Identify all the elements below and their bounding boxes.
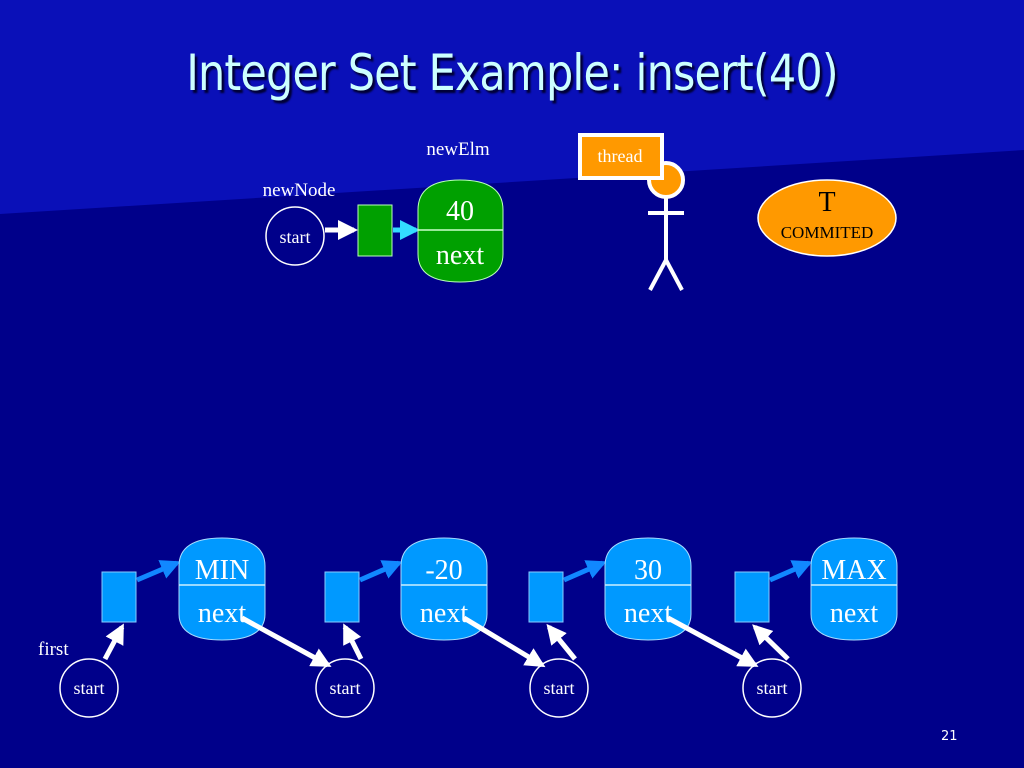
list-node-next: next (830, 598, 878, 629)
list-start-circle (529, 658, 589, 718)
list-start-label: start (757, 678, 788, 698)
list-node-body (178, 537, 266, 641)
newnode-label: newNode (263, 180, 336, 201)
new-pointer-box (357, 204, 393, 257)
list-pointer-box (528, 571, 564, 623)
new-node-next: next (436, 240, 484, 271)
list-node-next: next (624, 598, 672, 629)
list-start-arrow (752, 624, 790, 661)
list-nodes: start MIN next start -20 next start 30 next start… (59, 537, 898, 718)
thread-leg-right-icon (664, 259, 684, 291)
list-next-arrow (666, 615, 759, 668)
list-start-circle (742, 658, 802, 718)
list-start-label: start (330, 678, 361, 698)
list-pointer-arrow (136, 560, 181, 583)
thread-leg-left-icon (648, 259, 668, 291)
new-start-circle (265, 206, 325, 266)
list-start-circle (59, 658, 119, 718)
background-band (0, 0, 1024, 214)
thread-label: thread (598, 146, 643, 166)
list-start-circle (315, 658, 375, 718)
list-pointer-box (324, 571, 360, 623)
list-pointer-arrow (563, 560, 607, 583)
list-node-body (810, 537, 898, 641)
list-pointer-box (101, 571, 137, 623)
list-pointer-box (734, 571, 770, 623)
new-node-value: 40 (446, 196, 474, 227)
list-node-value: MIN (195, 555, 249, 586)
list-start-arrow (102, 623, 125, 661)
list-node-value: 30 (634, 555, 662, 586)
list-start-arrow (546, 623, 577, 661)
list-start-label: start (544, 678, 575, 698)
list-node-body (400, 537, 488, 641)
thread-sign (578, 133, 664, 180)
list-node-next: next (420, 598, 468, 629)
list-node-value: -20 (425, 555, 462, 586)
list-node-value: MAX (821, 555, 886, 586)
new-start-label: start (280, 227, 311, 247)
list-pointer-arrow (359, 560, 403, 583)
list-start-label: start (74, 678, 105, 698)
transaction-name: T (818, 187, 835, 218)
list-node-next: next (198, 598, 246, 629)
list-start-arrow (342, 623, 364, 661)
page-number: 21 (941, 729, 958, 744)
new-element-group: newElm newNode start 40 next (263, 139, 504, 283)
list-node-body (604, 537, 692, 641)
slide-title: Integer Set Example: insert(40) (186, 44, 838, 102)
list-pointer-arrow (769, 560, 813, 583)
thread-figure: thread (578, 133, 685, 291)
first-label: first (38, 639, 69, 660)
new-node-body (417, 179, 504, 283)
newelm-label: newElm (426, 139, 490, 160)
list-next-arrow (240, 615, 332, 668)
transaction-ellipse (757, 179, 897, 257)
transaction-status-text: COMMITED (781, 223, 874, 242)
transaction-status: T COMMITED (757, 179, 897, 257)
list-next-arrow (462, 615, 546, 668)
